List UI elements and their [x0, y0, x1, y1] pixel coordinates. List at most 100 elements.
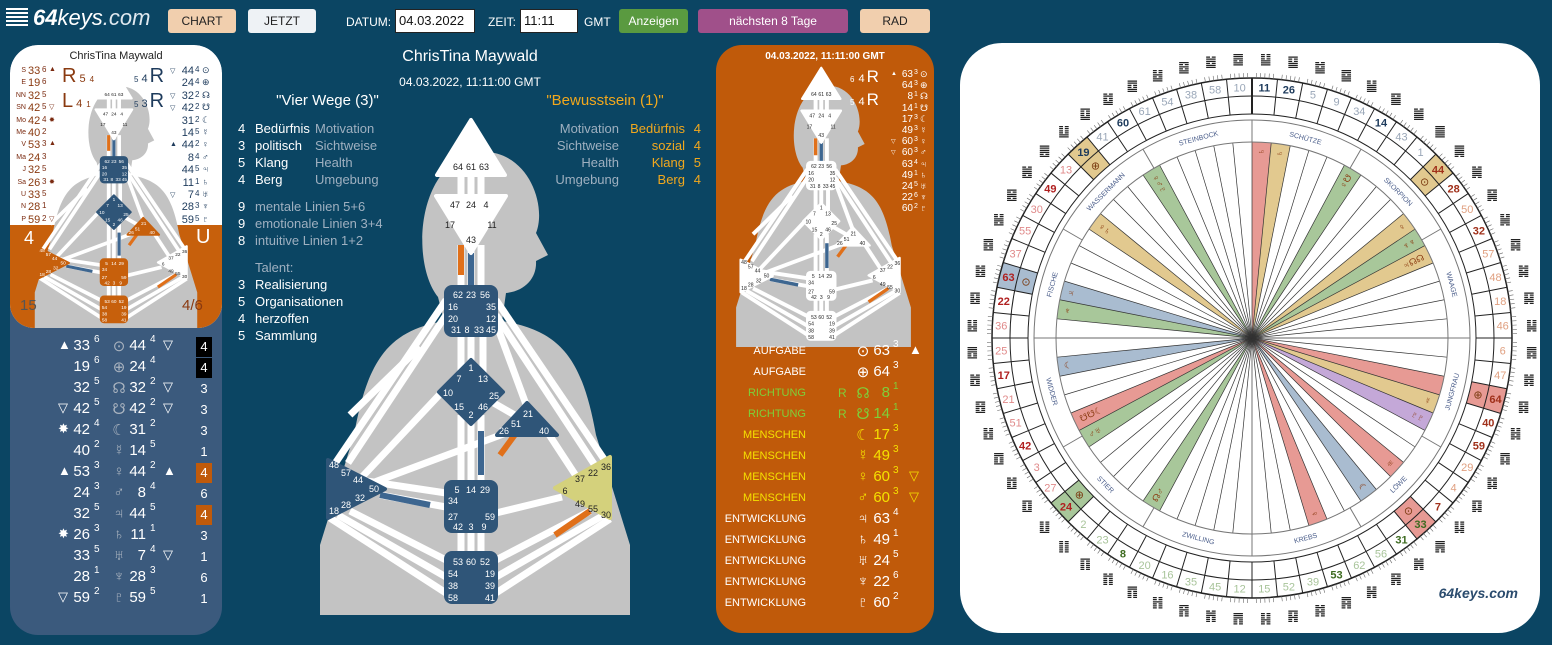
gate-number[interactable]: 29 — [1461, 462, 1473, 474]
center-heart[interactable] — [834, 226, 871, 247]
gate-number[interactable]: 44 — [1432, 164, 1445, 176]
gate-number[interactable]: 52 — [1283, 581, 1295, 593]
rad-button[interactable]: RAD — [860, 9, 930, 33]
gate-number[interactable]: 54 — [1161, 97, 1173, 109]
center-ajna[interactable] — [434, 194, 508, 255]
center-head[interactable] — [800, 66, 842, 100]
zeit-input[interactable]: 11:11 — [520, 9, 578, 33]
center-sp[interactable] — [553, 455, 612, 520]
gate-number[interactable]: 47 — [1494, 370, 1506, 382]
mandala-wheel[interactable]: ♄♄♀♂♇♀♄♀☋♀♆♆♃☊☊♃♆☾☋☋☾♂♅☊♂♀☾♅☿♇♇SCHÜTZESK… — [960, 43, 1540, 633]
gate-number[interactable]: 59 — [1473, 440, 1485, 452]
gate-number[interactable]: 8 — [1120, 548, 1126, 560]
gate-number[interactable]: 40 — [1482, 418, 1494, 430]
gate-number[interactable]: 53 — [1330, 569, 1342, 581]
center-throat[interactable] — [806, 160, 837, 191]
gate-number[interactable]: 22 — [998, 296, 1010, 308]
gate-number[interactable]: 10 — [1234, 82, 1246, 94]
gate-number[interactable]: 32 — [1473, 226, 1485, 238]
center-g[interactable] — [802, 202, 841, 241]
gate-number[interactable]: 58 — [1209, 85, 1221, 97]
center-root[interactable] — [444, 551, 498, 604]
gate-number[interactable]: 38 — [1185, 90, 1197, 102]
gate-number[interactable]: 17 — [998, 370, 1010, 382]
gate-number[interactable]: 36 — [995, 321, 1007, 333]
center-heart[interactable] — [495, 401, 559, 437]
gate-number[interactable]: 7 — [1435, 502, 1441, 514]
gate-number[interactable]: 45 — [1209, 581, 1221, 593]
gate-number[interactable]: 55 — [1019, 226, 1031, 238]
gate-number[interactable]: 41 — [1096, 131, 1108, 143]
gate-number[interactable]: 33 — [1414, 519, 1426, 531]
gate-number[interactable]: 34 — [1353, 106, 1365, 118]
center-sacral[interactable] — [806, 270, 837, 301]
gate-number[interactable]: 56 — [1375, 548, 1387, 560]
gate-number[interactable]: 51 — [1010, 418, 1022, 430]
center-spleen[interactable] — [37, 246, 70, 280]
gate-number[interactable]: 37 — [1010, 248, 1022, 260]
center-sp[interactable] — [156, 245, 188, 280]
gate-number[interactable]: 42 — [1019, 440, 1031, 452]
gate-number[interactable]: 50 — [1461, 204, 1473, 216]
gate-number[interactable]: 19 — [1077, 147, 1089, 159]
gate-number[interactable]: 1 — [1417, 147, 1423, 159]
gate-number[interactable]: 5 — [1310, 90, 1316, 102]
gate-number[interactable]: 57 — [1482, 248, 1494, 260]
gate-number[interactable]: 60 — [1117, 118, 1129, 130]
gate-number[interactable]: 3 — [1034, 462, 1040, 474]
gate-number[interactable]: 62 — [1353, 560, 1365, 572]
center-heart[interactable] — [126, 216, 161, 236]
gate-number[interactable]: 6 — [1500, 345, 1506, 357]
gate-number[interactable]: 27 — [1044, 483, 1056, 495]
center-g[interactable] — [437, 358, 505, 426]
gate-number[interactable]: 43 — [1395, 131, 1407, 143]
gate-number[interactable]: 26 — [1283, 85, 1295, 97]
gate-number[interactable]: 11 — [1258, 82, 1270, 94]
gate-number[interactable]: 24 — [1060, 502, 1073, 514]
gate-number[interactable]: 63 — [1002, 272, 1014, 284]
next-8-days-button[interactable]: nächsten 8 Tage — [698, 9, 848, 33]
logo[interactable]: 64keys.com — [6, 5, 150, 31]
gate-number[interactable]: 39 — [1307, 576, 1319, 588]
center-ajna[interactable] — [800, 109, 843, 144]
gate-number[interactable]: 35 — [1185, 576, 1197, 588]
gate-number[interactable]: 9 — [1333, 97, 1339, 109]
menu-icon[interactable] — [6, 8, 28, 28]
gate-number[interactable]: 15 — [1258, 584, 1270, 596]
center-spleen[interactable] — [326, 458, 387, 520]
gate-number[interactable]: 23 — [1096, 535, 1108, 547]
center-throat[interactable] — [444, 285, 498, 337]
center-spleen[interactable] — [739, 258, 774, 294]
gate-number[interactable]: 64 — [1489, 394, 1502, 406]
gate-number[interactable]: 61 — [1139, 106, 1151, 118]
gate-number[interactable]: 13 — [1060, 164, 1072, 176]
center-root[interactable] — [806, 310, 837, 341]
chart-button[interactable]: CHART — [168, 9, 236, 33]
gate-number[interactable]: 46 — [1497, 321, 1509, 333]
center-head[interactable] — [435, 118, 507, 177]
gate-number[interactable]: 18 — [1494, 296, 1506, 308]
jetzt-button[interactable]: JETZT — [248, 9, 316, 33]
gate-number[interactable]: 25 — [995, 345, 1007, 357]
gate-number[interactable]: 28 — [1447, 183, 1459, 195]
gate-number[interactable]: 48 — [1489, 272, 1501, 284]
center-head[interactable] — [95, 68, 133, 100]
center-sacral[interactable] — [99, 258, 129, 287]
gate-number[interactable]: 20 — [1139, 560, 1151, 572]
